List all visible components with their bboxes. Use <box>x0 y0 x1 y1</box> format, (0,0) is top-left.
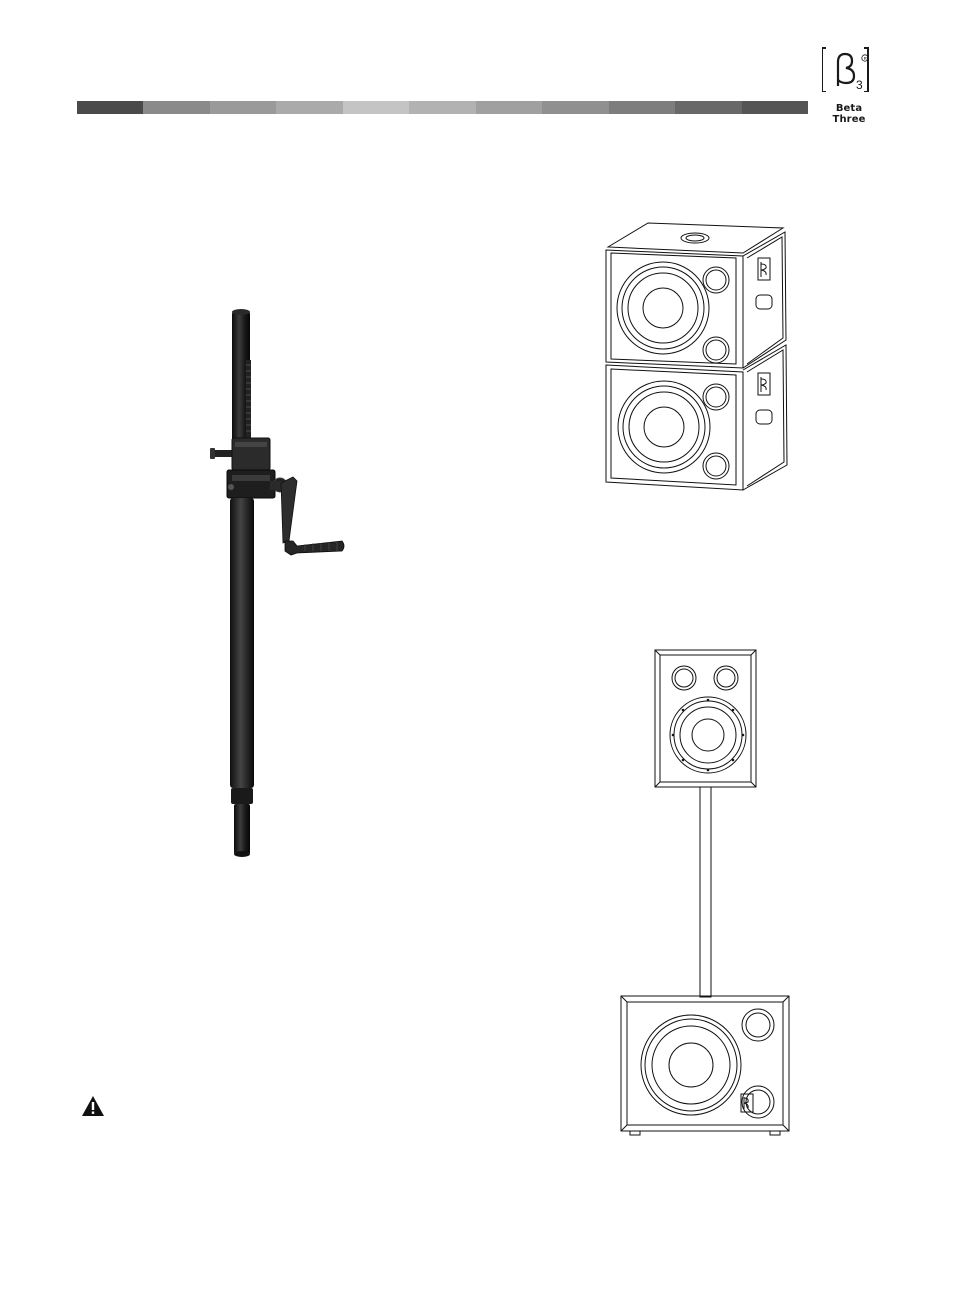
header-bar-segment <box>276 101 342 114</box>
pole-mounted-speaker-icon <box>618 645 794 1140</box>
brand-name: Beta Three <box>818 103 880 125</box>
header-bar-segment <box>77 101 143 114</box>
header-bar-segment <box>542 101 608 114</box>
header-bar-segment <box>675 101 741 114</box>
header-bar-segment <box>343 101 409 114</box>
header-bar-segment <box>210 101 276 114</box>
stacked-speakers-icon <box>603 220 791 495</box>
header-bar-segment <box>476 101 542 114</box>
warning-triangle-icon <box>81 1095 105 1117</box>
header-bar-segment <box>143 101 209 114</box>
brand-logo: 3 R Beta Three <box>818 46 880 118</box>
header-bar-segment <box>742 101 808 114</box>
header-color-bar <box>77 101 808 114</box>
speaker-pole-icon <box>205 305 350 865</box>
beta3-logo-icon: 3 R <box>822 46 872 92</box>
header-bar-segment <box>409 101 475 114</box>
header-bar-segment <box>609 101 675 114</box>
svg-text:3: 3 <box>856 78 863 92</box>
